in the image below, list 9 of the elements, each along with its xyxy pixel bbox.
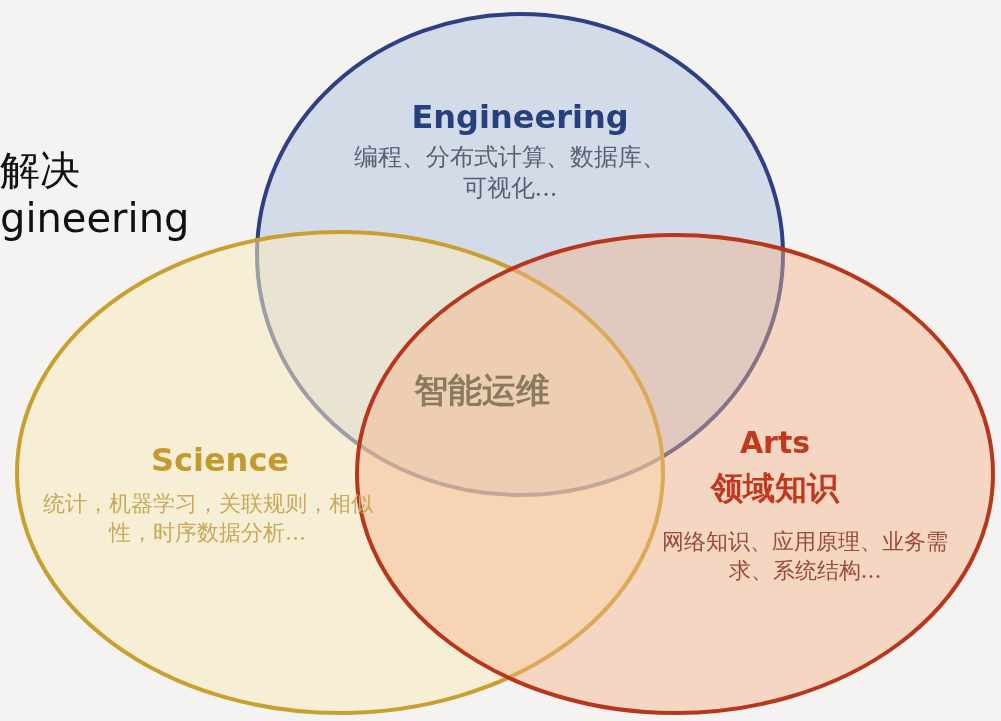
category-heading: Science: [149, 440, 291, 481]
heading-text: gineering: [0, 195, 190, 241]
category-heading: Arts: [738, 424, 812, 462]
heading-text: 解决: [0, 146, 80, 195]
description-text: 编程、分布式计算、数据库、可视化...: [353, 142, 667, 205]
category-heading: Engineering: [410, 97, 630, 138]
overlap-label: 智能运维: [414, 369, 550, 412]
description-text: 网络知识、应用原理、业务需求、系统结构...: [661, 528, 949, 585]
category-heading: 领域知识: [709, 468, 841, 509]
